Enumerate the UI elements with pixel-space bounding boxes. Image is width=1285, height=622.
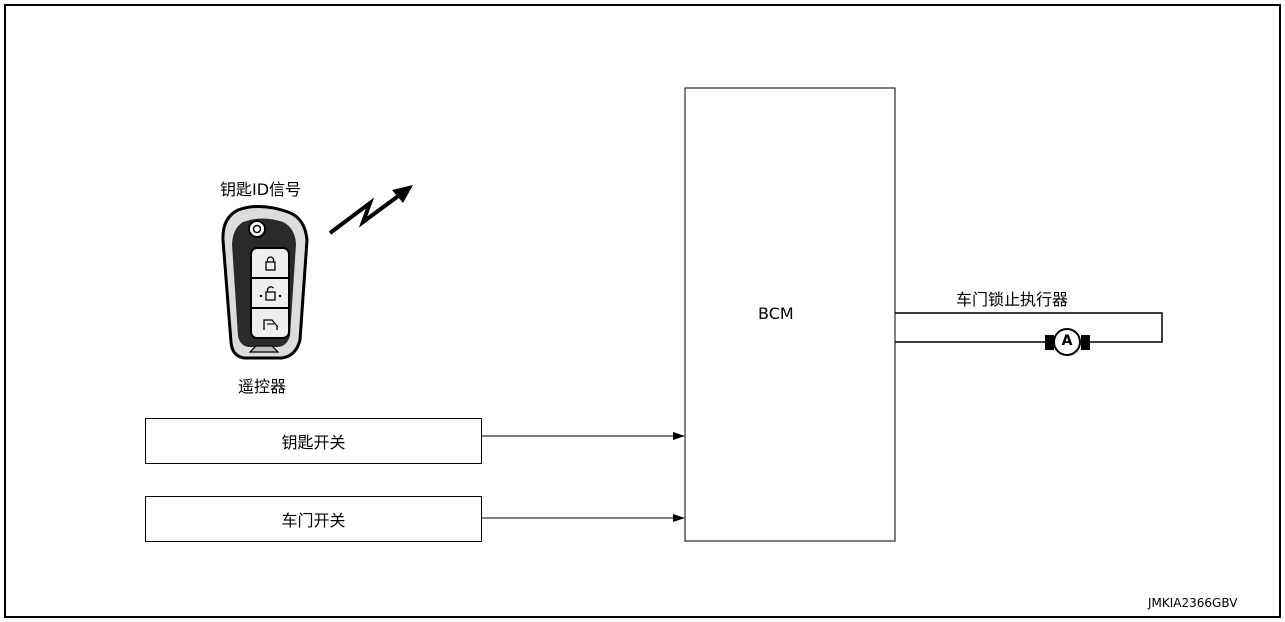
motor-icon (1045, 328, 1090, 356)
key-switch-box: 钥匙开关 (145, 418, 482, 464)
key-fob-icon (221, 205, 309, 360)
key-switch-label: 钥匙开关 (281, 433, 346, 452)
door-switch-label: 车门开关 (281, 511, 346, 530)
bcm-box (684, 87, 896, 542)
actuator-label: 车门锁止执行器 (956, 290, 1069, 309)
remote-label: 遥控器 (238, 377, 287, 396)
figure-code: JMKIA2366GBV (1148, 596, 1238, 610)
wireless-signal-icon (328, 185, 413, 235)
actuator-circuit (895, 312, 1163, 343)
diagram-frame (4, 4, 1281, 618)
motor-symbol-label: A (1061, 333, 1073, 349)
door-switch-box: 车门开关 (145, 496, 482, 542)
bcm-label: BCM (758, 304, 794, 323)
remote-signal-label: 钥匙ID信号 (220, 180, 302, 199)
